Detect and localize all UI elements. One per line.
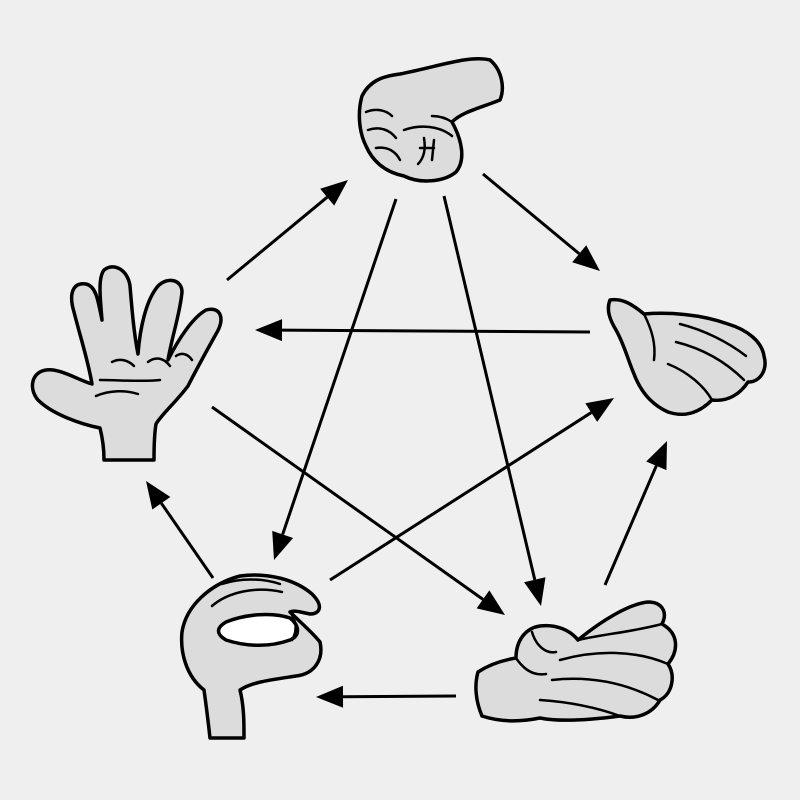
arrow-shaft (211, 405, 484, 601)
arrow-head (320, 180, 348, 206)
arrow-rock-to-lizard (272, 198, 398, 560)
arrow-paper-to-scissors (211, 405, 505, 615)
arrow-scissors-to-spock (603, 441, 667, 586)
scissors-hand-icon (474, 600, 678, 723)
lizard-hand-icon (179, 573, 323, 740)
arrow-shaft (329, 411, 593, 582)
arrow-head (572, 245, 600, 271)
fist-hand-icon (357, 57, 504, 183)
arrow-head (476, 590, 505, 615)
arrow-paper-to-rock (226, 180, 348, 282)
arrow-lizard-to-spock (329, 398, 614, 582)
arrow-shaft (281, 198, 398, 535)
arrow-spock-to-paper (255, 319, 591, 342)
arrow-shaft (603, 465, 658, 586)
arrow-head (255, 319, 283, 342)
arrow-shaft (281, 328, 591, 334)
arrow-rock-to-spock (482, 172, 600, 271)
arrow-shaft (226, 196, 329, 282)
arrow-shaft (442, 195, 537, 581)
arrow-rock-to-scissors (442, 195, 546, 606)
arrow-head (524, 577, 546, 606)
arrow-lizard-to-paper (146, 481, 215, 579)
flat-hand-icon (606, 297, 767, 417)
arrow-shaft (160, 502, 215, 579)
arrows-layer (146, 172, 667, 708)
arrow-shaft (482, 172, 581, 255)
arrow-scissors-to-lizard (316, 685, 457, 708)
open-palm-hand-icon (30, 265, 223, 462)
arrow-head (585, 398, 614, 422)
arrow-head (146, 481, 171, 510)
arrow-head (316, 685, 344, 708)
arrow-head (272, 530, 294, 560)
arrow-shaft (342, 694, 457, 699)
arrow-head (646, 441, 667, 471)
